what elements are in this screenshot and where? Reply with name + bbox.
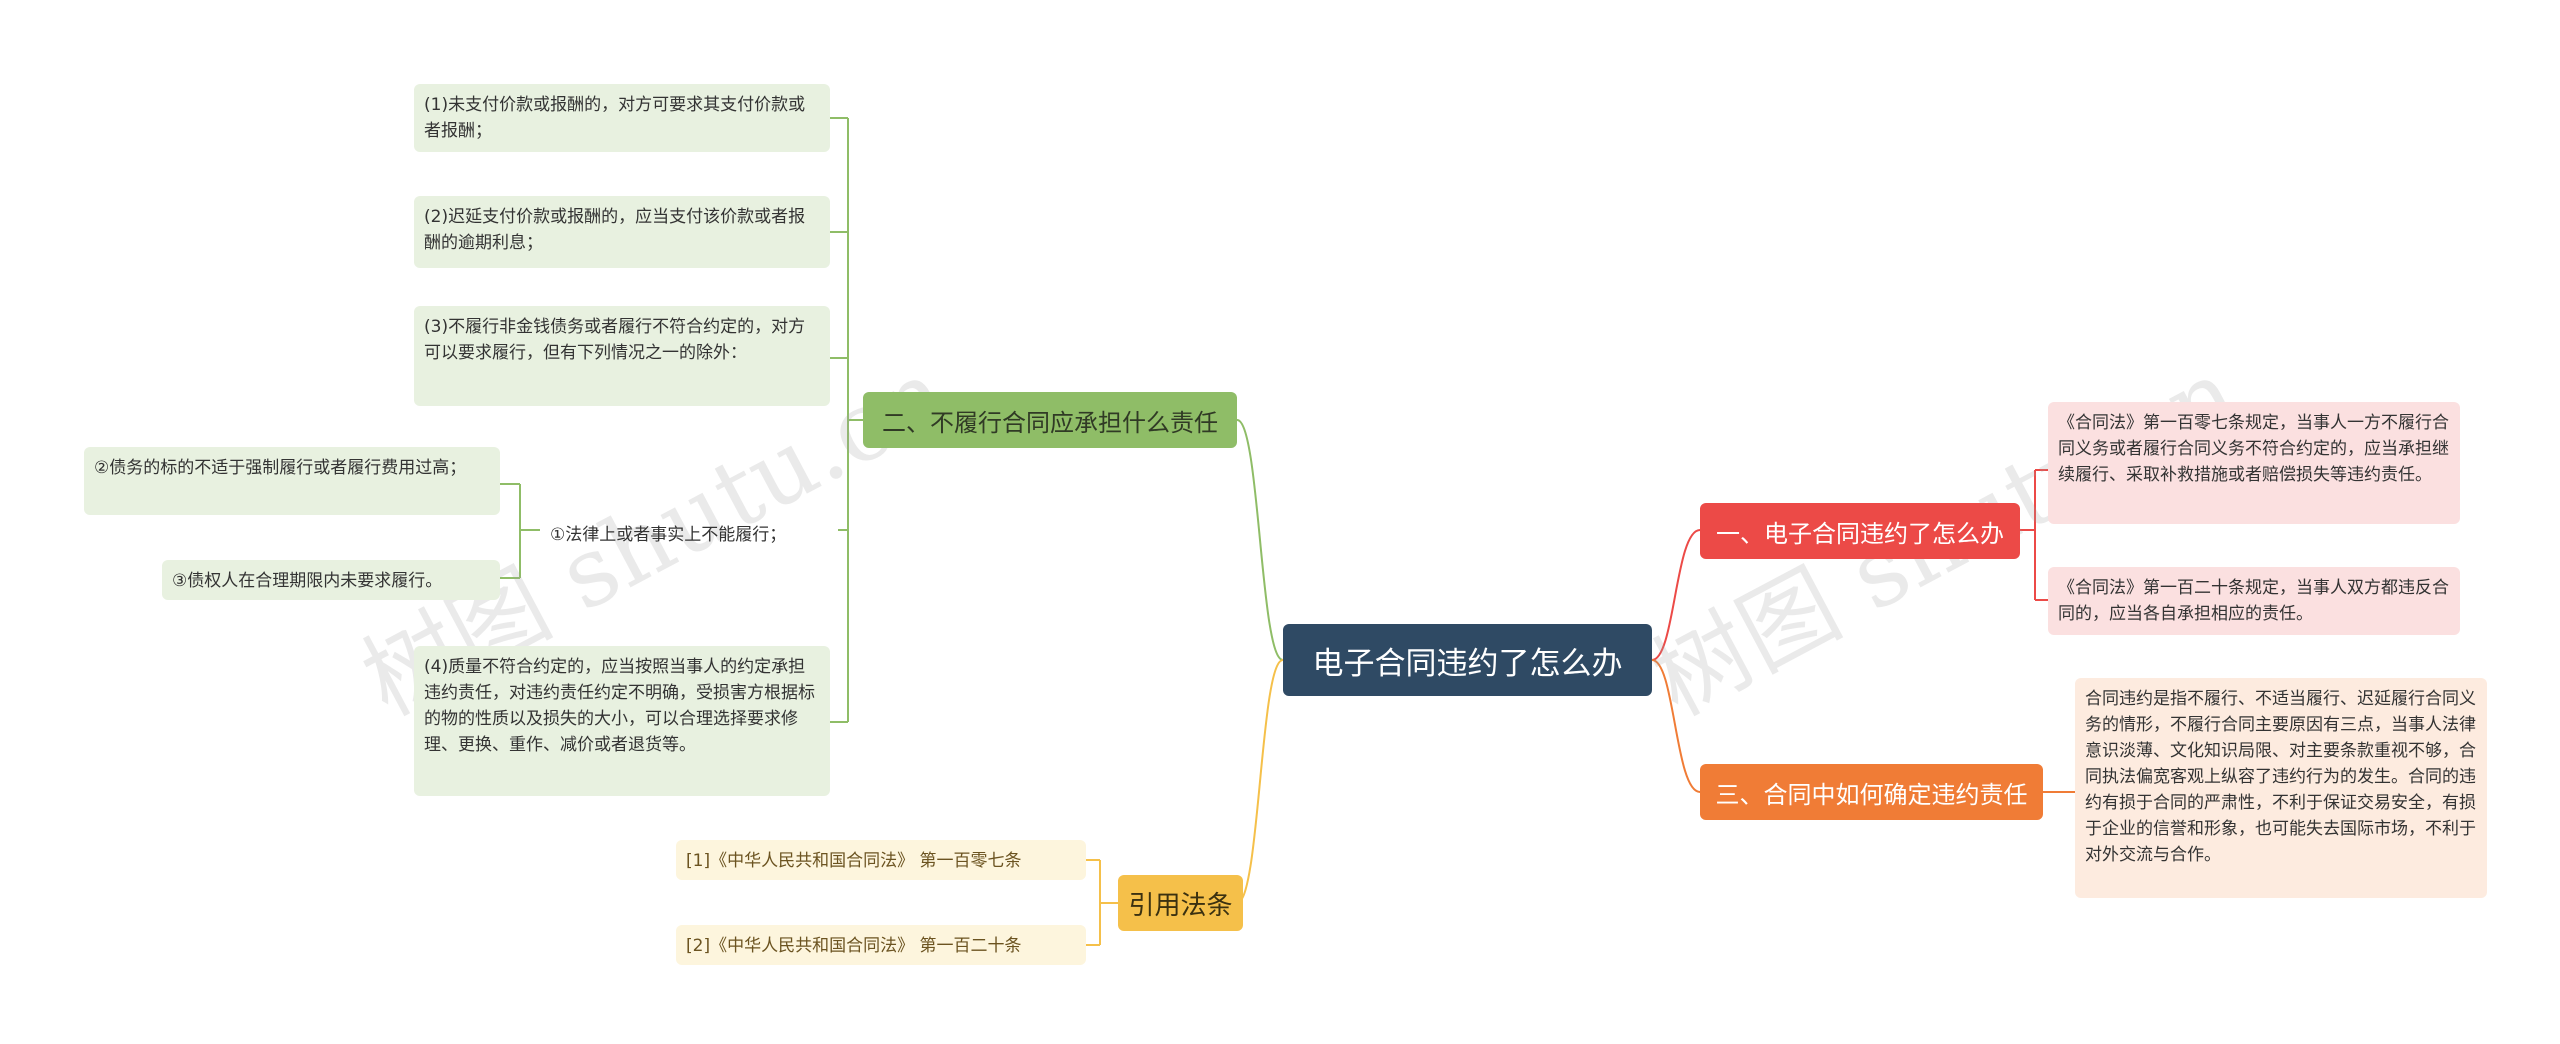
sub-leaf-item[interactable]: ②债务的标的不适于强制履行或者履行费用过高； [84,447,500,515]
leaf-item[interactable]: 合同违约是指不履行、不适当履行、迟延履行合同义务的情形，不履行合同主要原因有三点… [2075,678,2487,898]
leaf-item[interactable]: 《合同法》第一百零七条规定，当事人一方不履行合同义务或者履行合同义务不符合约定的… [2048,402,2460,524]
leaf-item[interactable]: ①法律上或者事实上不能履行； [550,525,787,545]
citation-item[interactable]: [2]《中华人民共和国合同法》 第一百二十条 [676,925,1086,965]
leaf-item[interactable]: 《合同法》第一百二十条规定，当事人双方都违反合同的，应当各自承担相应的责任。 [2048,567,2460,635]
branch-title-determine[interactable]: 三、合同中如何确定违约责任 [1700,764,2043,820]
leaf-item[interactable]: (4)质量不符合约定的，应当按照当事人的约定承担违约责任，对违约责任约定不明确，… [414,646,830,796]
sub-leaf-item[interactable]: ③债权人在合理期限内未要求履行。 [162,560,500,600]
branch-title-breach[interactable]: 一、电子合同违约了怎么办 [1700,503,2020,559]
leaf-item[interactable]: (2)迟延支付价款或报酬的，应当支付该价款或者报酬的逾期利息； [414,196,830,268]
branch-title-responsibility[interactable]: 二、不履行合同应承担什么责任 [863,392,1237,448]
branch-title-citations[interactable]: 引用法条 [1118,875,1243,931]
leaf-item[interactable]: (3)不履行非金钱债务或者履行不符合约定的，对方可以要求履行，但有下列情况之一的… [414,306,830,406]
leaf-item[interactable]: (1)未支付价款或报酬的，对方可要求其支付价款或者报酬； [414,84,830,152]
root-topic[interactable]: 电子合同违约了怎么办 [1283,624,1652,696]
citation-item[interactable]: [1]《中华人民共和国合同法》 第一百零七条 [676,840,1086,880]
